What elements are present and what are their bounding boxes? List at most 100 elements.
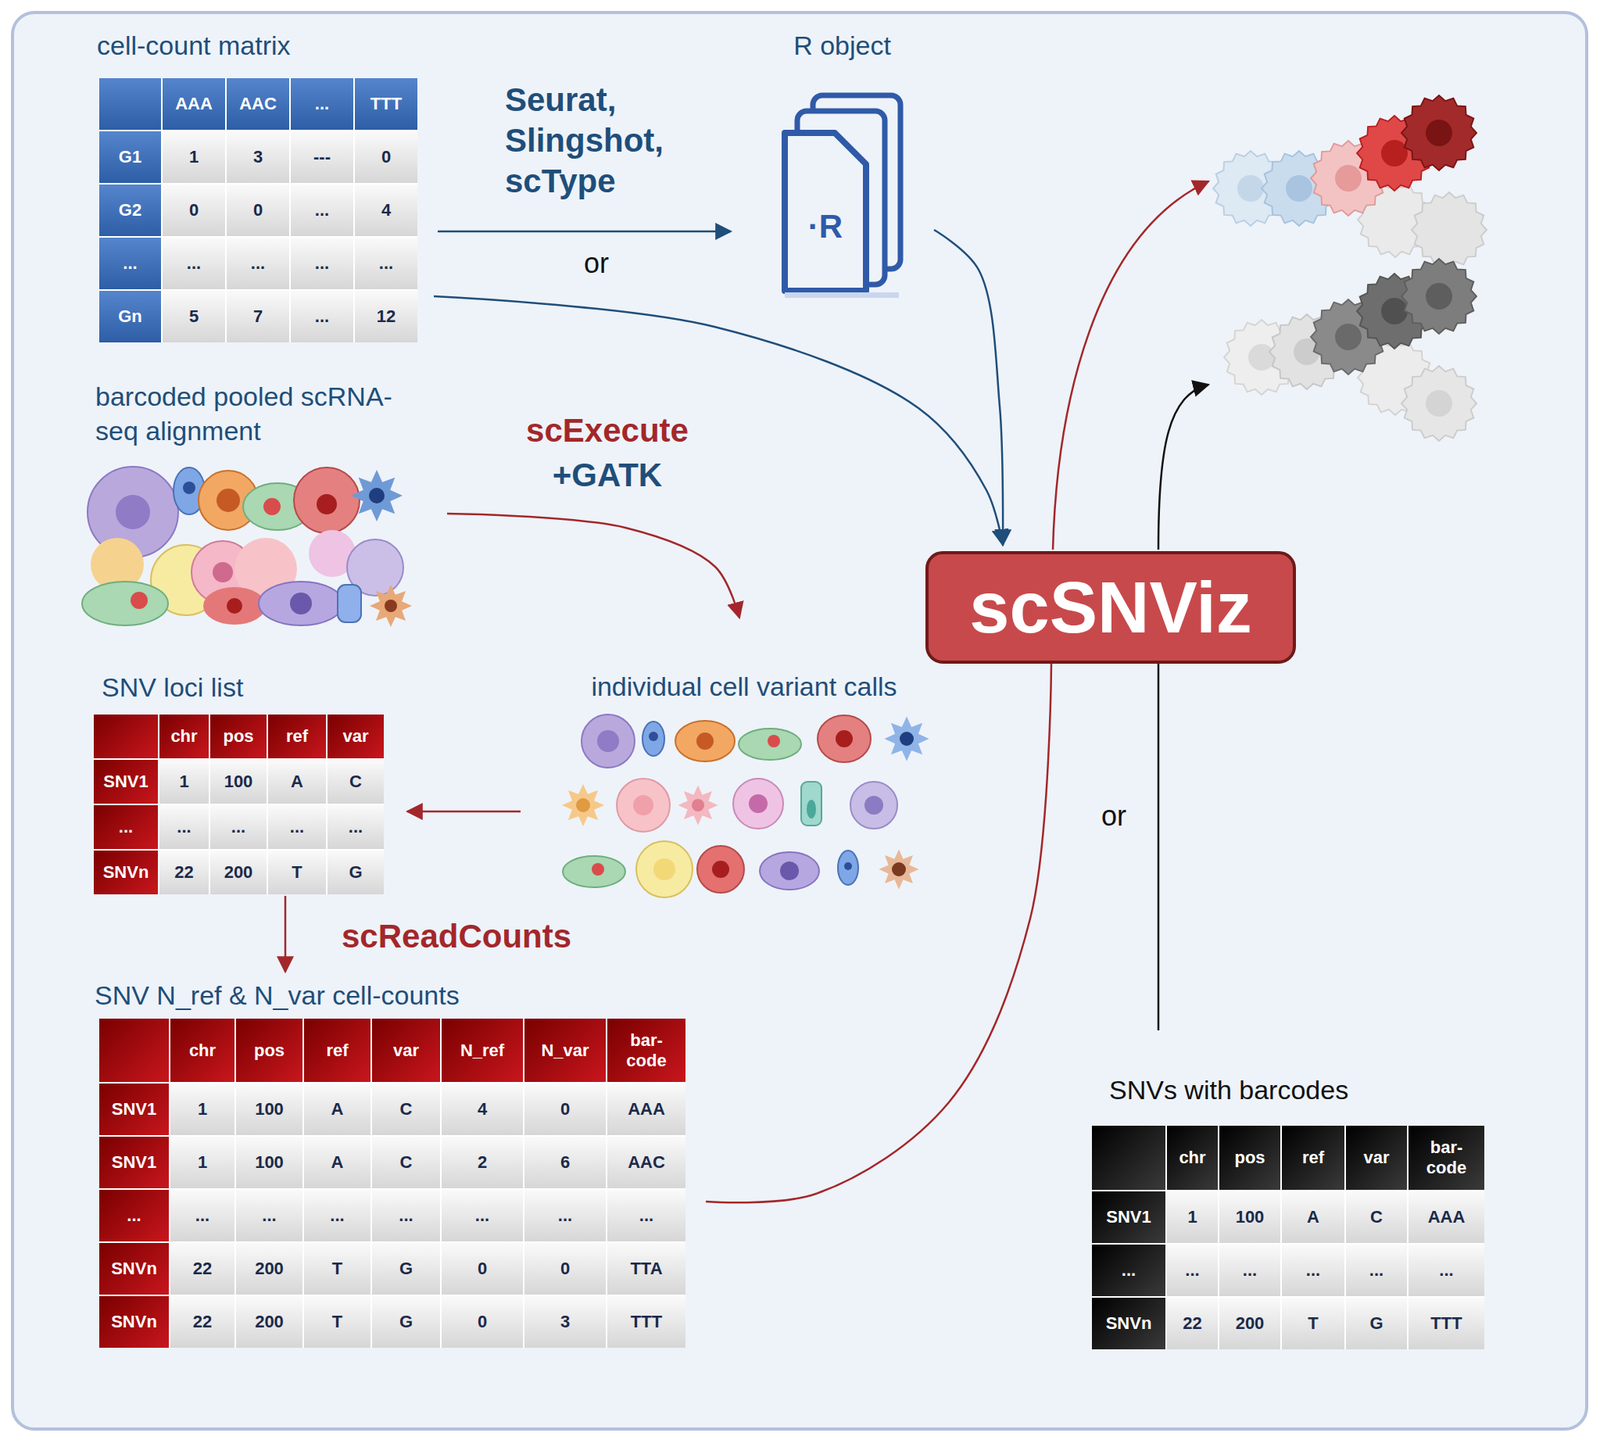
connector (447, 513, 740, 618)
or-label: or (1101, 798, 1127, 833)
table-cell: 0 (354, 131, 418, 183)
table-header: bar- code (1408, 1125, 1485, 1190)
grey-trajectory-cells (1224, 258, 1477, 441)
table-cell: A (304, 1136, 371, 1189)
table-cell: ... (268, 805, 326, 849)
table-header: TTT (354, 78, 418, 130)
connector (407, 810, 521, 813)
edge-label: scReadCounts (341, 916, 572, 956)
table-cell: ... (372, 1189, 441, 1242)
table-cell: 22 (170, 1242, 235, 1295)
table-cell: 4 (354, 184, 418, 237)
table-cell: AAA (1408, 1191, 1485, 1243)
pooled-cells (82, 466, 412, 627)
cell (837, 850, 859, 885)
table-cell: 100 (236, 1136, 303, 1189)
table-cell: 7 (226, 290, 290, 343)
file-shadow (784, 292, 899, 298)
output-arrow (1158, 384, 1209, 550)
nucleus (597, 730, 620, 752)
table-header: chr (1166, 1125, 1218, 1190)
cell (337, 584, 362, 623)
table-cell: 1 (159, 759, 209, 804)
cell (581, 714, 635, 768)
table-cell: 0 (162, 184, 226, 237)
table-grid: chrposrefvarbar- codeSNV11100ACAAA......… (1091, 1125, 1485, 1350)
table-header: ref (268, 714, 326, 759)
nucleus (653, 858, 676, 881)
nucleus (216, 488, 240, 512)
table-cell: ... (1281, 1244, 1345, 1296)
or-label: or (583, 246, 609, 280)
panel (12, 12, 1587, 1429)
table-cell: 5 (162, 290, 226, 343)
nucleus (1381, 139, 1408, 167)
table-cell: TTT (607, 1295, 686, 1348)
table-header: ... (290, 78, 354, 130)
row-label: ... (1091, 1244, 1166, 1296)
table-corner (99, 78, 162, 130)
nucleus (748, 794, 768, 813)
row-label: Gn (99, 290, 162, 343)
row-label: ... (93, 805, 158, 849)
table-cell: ... (441, 1189, 523, 1242)
cell (1401, 95, 1477, 171)
table-cell: C (1345, 1191, 1407, 1243)
cell (562, 855, 626, 888)
table-cell: ... (162, 237, 226, 290)
cell (369, 584, 412, 627)
table-cell: 3 (226, 131, 290, 183)
connector (934, 229, 1003, 545)
row-label: SNVn (99, 1242, 169, 1295)
row-label: ... (99, 237, 162, 290)
table-cell: ... (210, 805, 267, 849)
icon-text: ·R (784, 207, 867, 247)
table-cell: T (1281, 1297, 1345, 1350)
table-grid: chrposrefvarSNV11100AC...............SNV… (93, 714, 384, 895)
table-cell: 1 (170, 1136, 235, 1189)
table-cell: T (304, 1295, 371, 1348)
table-cell: ... (290, 184, 354, 237)
table-cell: C (372, 1083, 441, 1135)
table-cell: 6 (524, 1136, 606, 1189)
nucleus (576, 798, 591, 813)
nucleus (368, 487, 385, 504)
table-cell: ... (304, 1189, 371, 1242)
table-cell: ... (1166, 1244, 1218, 1296)
cell (1411, 192, 1487, 268)
node-heading: cell-count matrix (96, 28, 418, 63)
nucleus (1237, 175, 1264, 202)
table-cell: 200 (210, 850, 267, 895)
cell (293, 467, 360, 534)
node-heading: SNV N_ref & N_var cell-counts (94, 977, 686, 1013)
cell (733, 778, 784, 829)
cell (697, 845, 745, 893)
connector (433, 296, 1003, 545)
edge-label: Seurat, Slingshot, scType (504, 79, 693, 202)
row-label: SNVn (93, 850, 158, 895)
table-cell: 100 (210, 759, 267, 804)
nucleus (767, 734, 781, 748)
table-cell: ... (354, 237, 418, 290)
nucleus (633, 794, 654, 816)
node-heading: SNVs with barcodes (1091, 1072, 1485, 1107)
connector (284, 895, 287, 972)
row-label: SNV1 (1091, 1191, 1166, 1243)
nucleus (384, 599, 398, 613)
tool-name: scSNViz (969, 569, 1252, 646)
tool-label: +GATK (552, 455, 663, 495)
connector (437, 230, 731, 233)
table-cell: T (304, 1242, 371, 1295)
table-cell: 200 (236, 1295, 303, 1348)
nucleus (899, 731, 914, 746)
output-arrow (1052, 181, 1209, 550)
table-cell: A (304, 1083, 371, 1135)
figure-area (95, 464, 440, 641)
table-grid: AAAAAC...TTTG113---0G200...4............… (99, 78, 418, 343)
connectors (285, 229, 1159, 1203)
table-cell: 0 (524, 1083, 606, 1135)
table-cell: 22 (159, 850, 209, 895)
nucleus (591, 862, 605, 876)
nucleus (864, 795, 884, 815)
